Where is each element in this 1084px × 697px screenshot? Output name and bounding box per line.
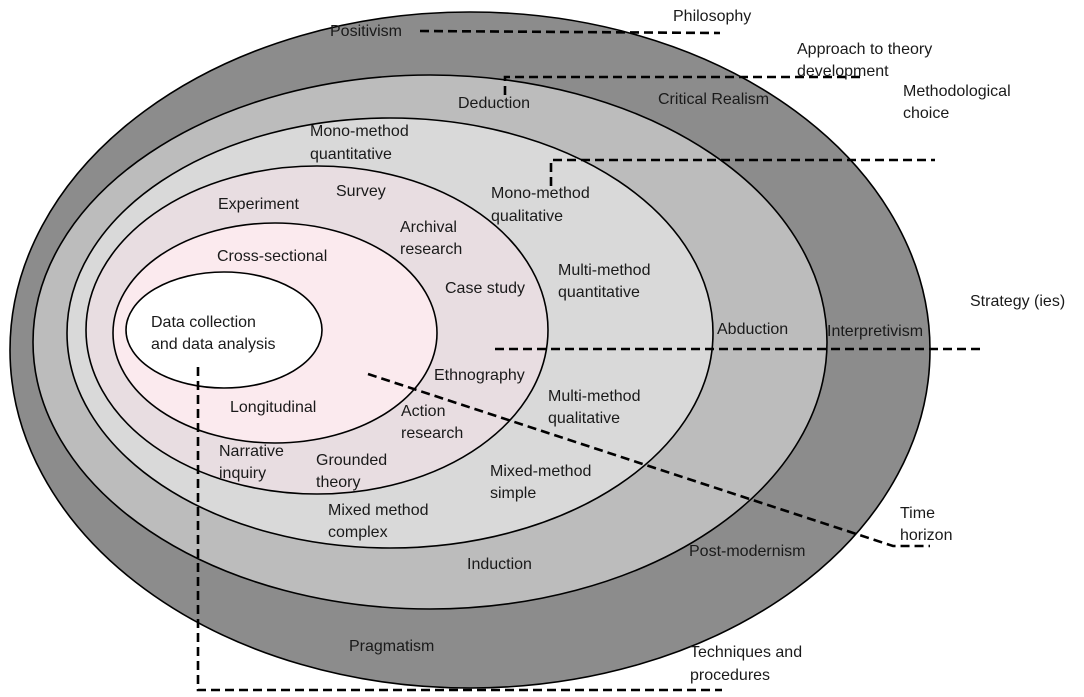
label-survey: Survey — [336, 183, 386, 200]
leader-approach — [503, 75, 862, 95]
label-archival-research: Archival research — [400, 219, 462, 258]
label-abduction: Abduction — [717, 321, 788, 338]
leader-time-horizon — [367, 372, 930, 548]
core-techniques — [125, 271, 323, 389]
label-mono-method-quantitative: Mono-method quantitative — [310, 123, 413, 163]
label-longitudinal: Longitudinal — [230, 399, 316, 416]
label-grounded-theory: Grounded theory — [316, 452, 392, 491]
label-critical-realism: Critical Realism — [658, 91, 769, 108]
leader-techniques — [196, 367, 722, 692]
label-data-collection-analysis: Data collection and data analysis — [151, 314, 276, 353]
label-ethnography: Ethnography — [434, 367, 525, 384]
label-cross-sectional: Cross-sectional — [217, 248, 327, 265]
label-action-research: Action research — [401, 403, 463, 442]
label-pragmatism: Pragmatism — [349, 638, 434, 655]
label-positivism: Positivism — [330, 23, 402, 40]
label-deduction: Deduction — [458, 95, 530, 112]
label-experiment: Experiment — [218, 196, 299, 213]
callout-approach-to-theory: Approach to theory development — [797, 41, 937, 80]
callout-philosophy: Philosophy — [673, 8, 751, 25]
label-multi-method-quantitative: Multi-method quantitative — [558, 262, 655, 301]
callout-methodological-choice: Methodological choice — [903, 83, 1015, 122]
label-narrative-inquiry: Narrative inquiry — [219, 443, 288, 482]
label-mixed-method-simple: Mixed-method simple — [490, 463, 596, 502]
label-interpretivism: Interpretivism — [827, 323, 923, 340]
callout-techniques-procedures: Techniques and procedures — [690, 644, 807, 684]
leader-methodological-choice — [549, 158, 935, 186]
label-mixed-method-complex: Mixed method complex — [328, 502, 433, 541]
label-mono-method-qualitative: Mono-method qualitative — [491, 185, 594, 225]
label-multi-method-qualitative: Multi-method qualitative — [548, 388, 645, 427]
label-case-study: Case study — [445, 280, 525, 297]
label-post-modernism: Post-modernism — [689, 543, 805, 560]
callout-strategy: Strategy (ies) — [970, 293, 1065, 310]
callout-time-horizon: Time horizon — [900, 505, 952, 544]
leader-philosophy — [419, 29, 721, 35]
label-induction: Induction — [467, 556, 532, 573]
